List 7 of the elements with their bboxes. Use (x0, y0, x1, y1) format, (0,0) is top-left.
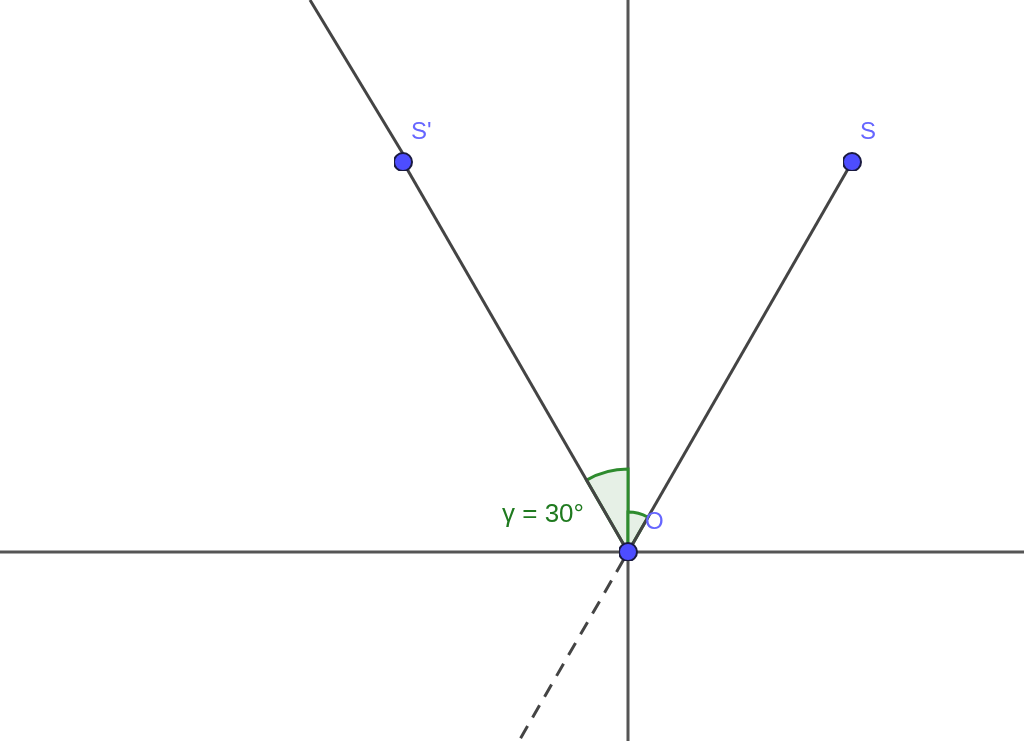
line-segment (406, 169, 625, 545)
angle-label: γ = 30° (502, 498, 584, 528)
line-segment (631, 169, 849, 545)
point-label: S' (411, 118, 432, 144)
point-label: O (645, 508, 664, 534)
dashed-line (517, 559, 625, 741)
point-label: S (860, 118, 876, 144)
